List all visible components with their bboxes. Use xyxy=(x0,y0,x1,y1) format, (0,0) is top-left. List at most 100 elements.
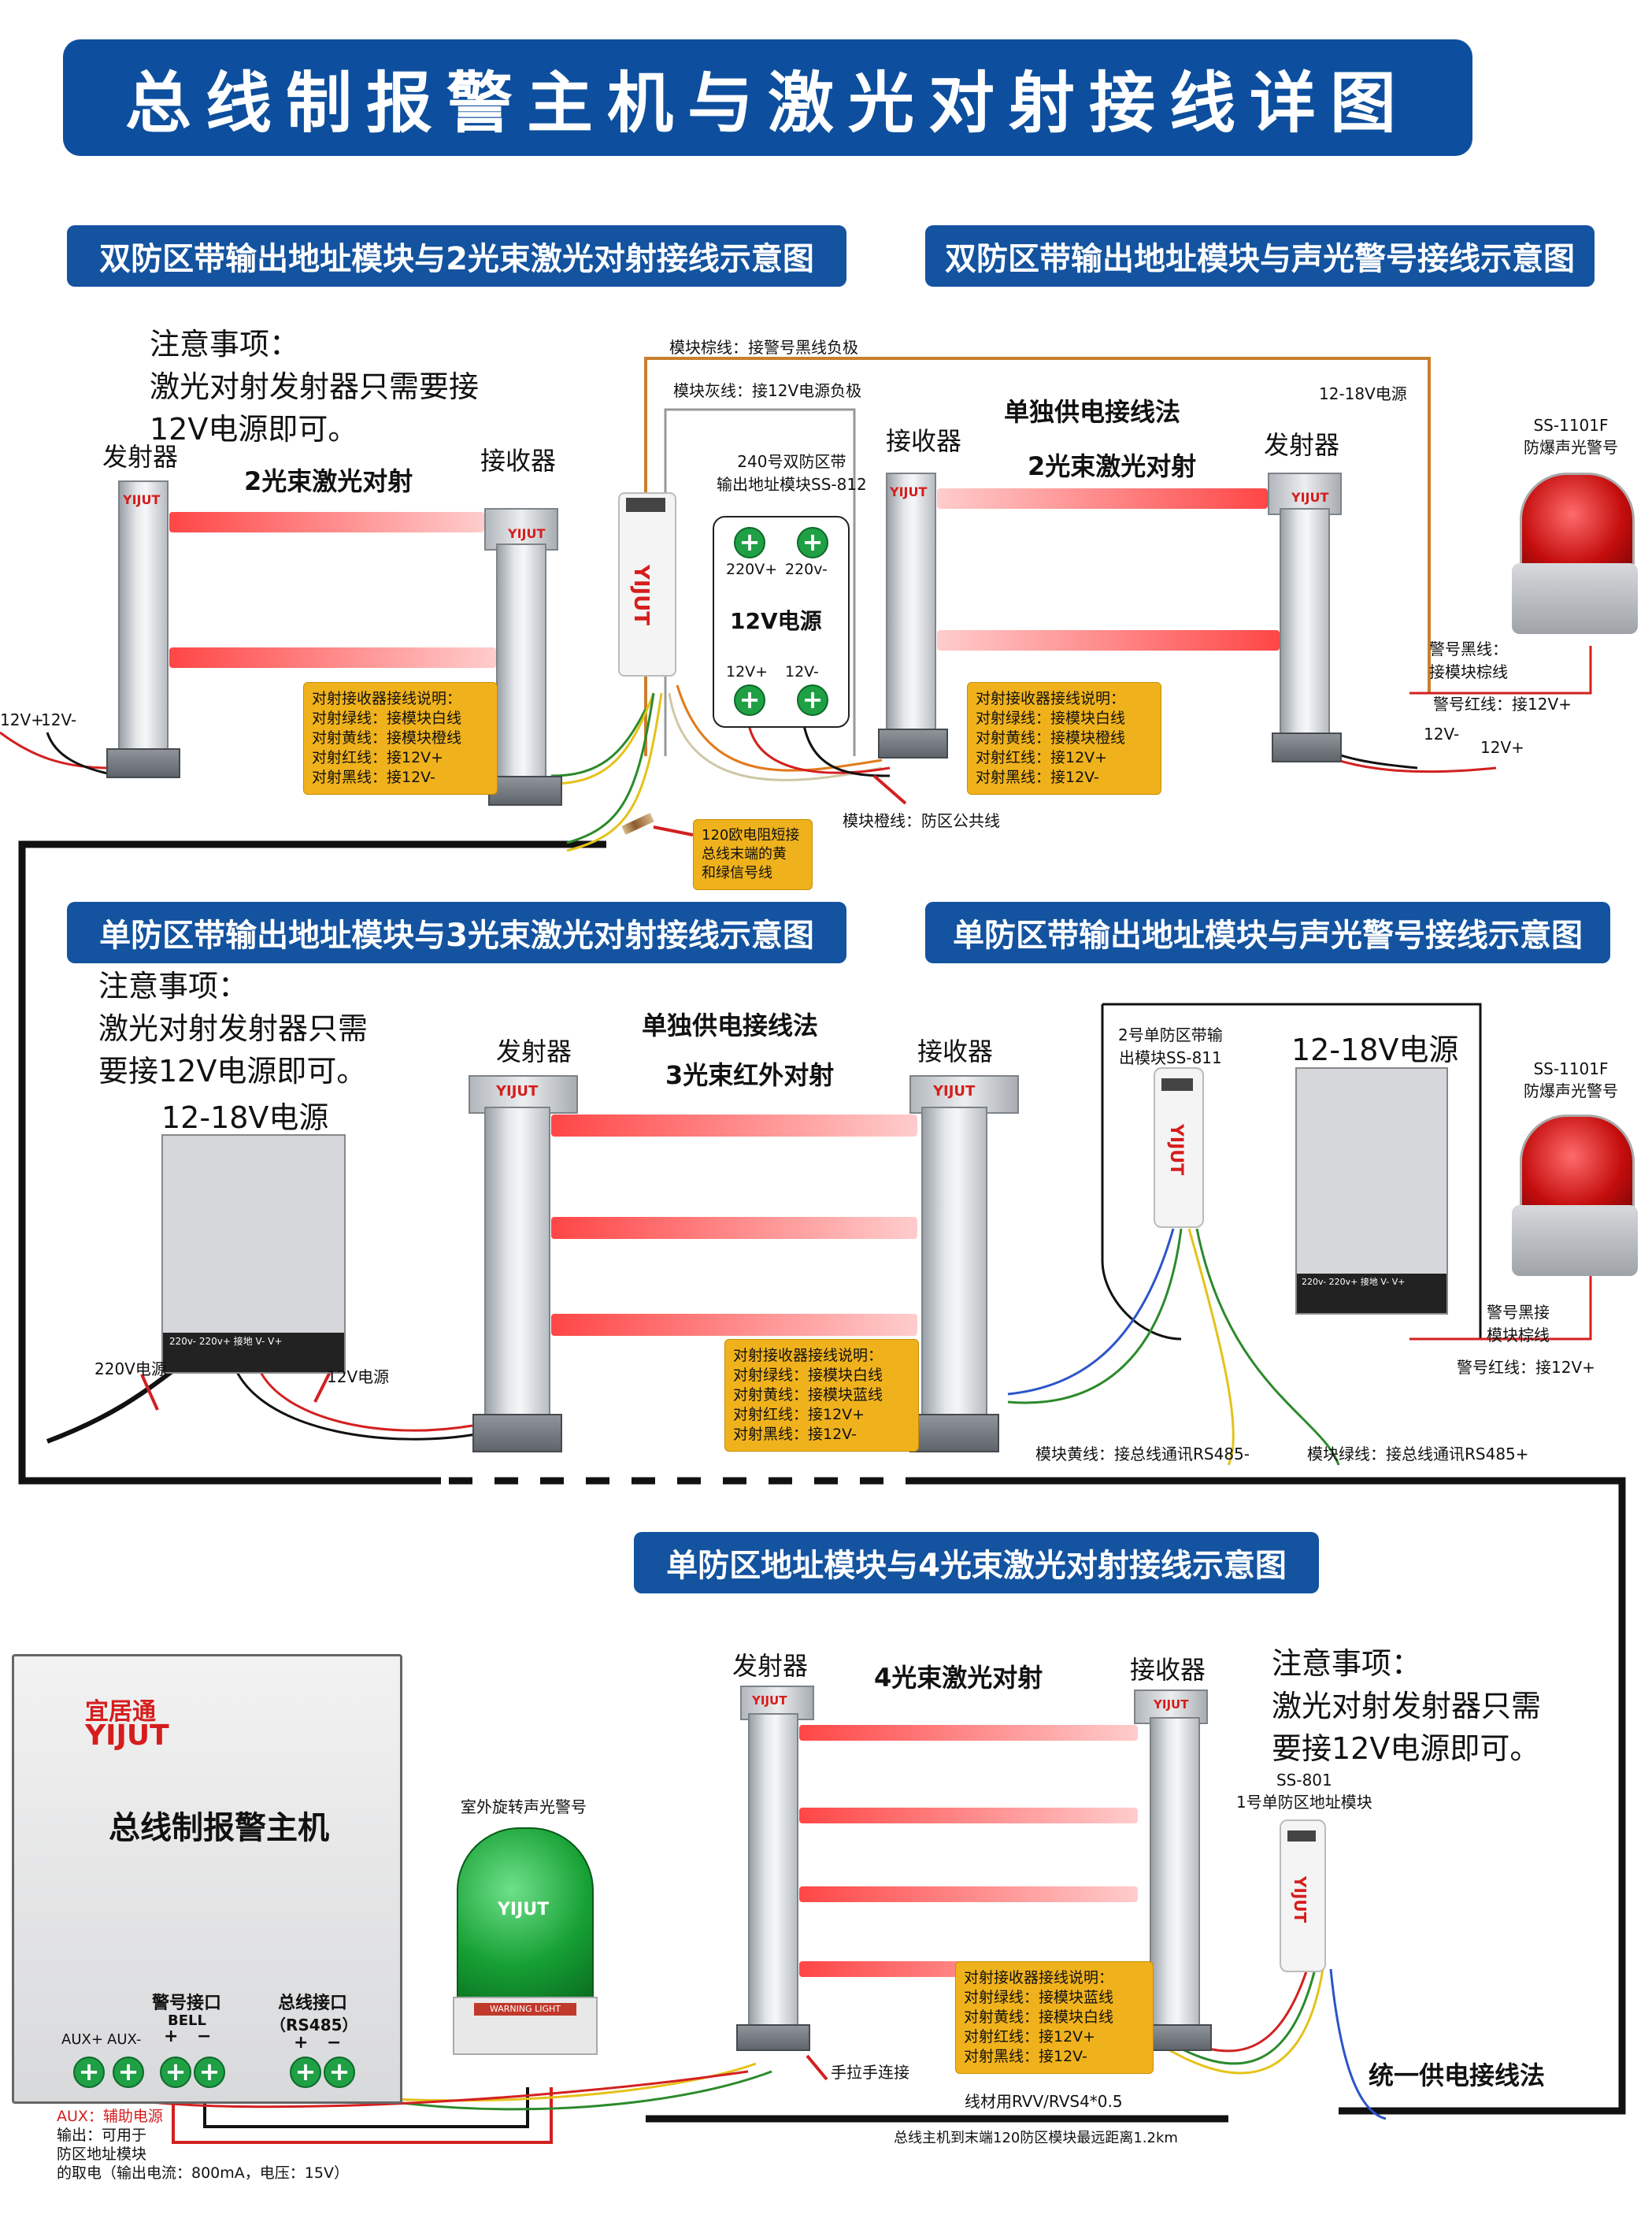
s4-module-name: 2号单防区带输 出模块SS-811 xyxy=(1118,1022,1223,1068)
aux-minus-terminal[interactable]: + xyxy=(113,2057,144,2088)
s3-ir-beam xyxy=(551,1115,917,1137)
s1-receiver-note: 对射接收器接线说明： 对射绿线：接模块白线 对射黄线：接模块橙线 对射红线：接1… xyxy=(303,682,498,795)
note-line: 对射黑线：接12V- xyxy=(312,769,435,786)
note-line: 对射黑线：接12V- xyxy=(976,769,1099,786)
dip-switch-icon xyxy=(1287,1830,1316,1842)
host-brand-en: YIJUT xyxy=(85,1719,169,1752)
s3-ac-red-arrow xyxy=(140,1374,159,1411)
host-bell-plus: + xyxy=(164,2027,179,2046)
note-line: 对射黄线：接模块白线 xyxy=(964,2008,1114,2026)
siren-black-line: 接模块棕线 xyxy=(1429,662,1508,681)
s4-wire-yellow xyxy=(1187,1228,1235,1466)
s5-note-line: 要接12V电源即可。 xyxy=(1272,1731,1540,1766)
s5-siren-base-icon: WARNING LIGHT xyxy=(453,1997,598,2055)
s2-psu-dc-plus-terminal[interactable]: + xyxy=(734,684,765,716)
s5-laser-beam xyxy=(799,1886,1138,1902)
s2-brown-wire-label: 模块棕线：接警号黑线负极 xyxy=(669,338,858,357)
s5-handshake-label: 手拉手连接 xyxy=(831,2063,909,2082)
s1-wire-black xyxy=(802,720,891,777)
s2-laser-beam xyxy=(937,488,1268,509)
note-line: 对射绿线：接模块白线 xyxy=(312,710,462,727)
bus-plus-terminal[interactable]: + xyxy=(290,2057,321,2088)
siren-black-line: 模块棕线 xyxy=(1487,1326,1550,1345)
s2-transmitter-pillar xyxy=(1280,508,1330,740)
s5-receiver-note: 对射接收器接线说明： 对射绿线：接模块蓝线 对射黄线：接模块白线 对射红线：接1… xyxy=(955,1961,1154,2074)
s5-unified-label: 统一供电接线法 xyxy=(1369,2060,1546,2090)
s3-beam-label: 3光束红外对射 xyxy=(665,1060,835,1090)
s3-transmitter-label: 发射器 xyxy=(496,1037,572,1066)
s3-ir-beam xyxy=(551,1314,917,1336)
s2-gray-wire-label: 模块灰线：接12V电源负极 xyxy=(673,381,862,400)
s4-frame xyxy=(1101,1004,1182,1341)
note-line: 对射接收器接线说明： xyxy=(733,1347,883,1364)
s2-psu-box: + + 220V+ 220v- 12V电源 12V+ 12V- + + xyxy=(713,516,850,728)
s2-psu-ac-plus-terminal[interactable]: + xyxy=(734,527,765,558)
s4-psu-range: 12-18V电源 xyxy=(1291,1033,1459,1067)
siren-model-line: SS-1101F xyxy=(1533,416,1609,435)
s1-note: 注意事项： 激光对射发射器只需要接 12V电源即可。 xyxy=(150,323,479,451)
s2-method-label: 单独供电接线法 xyxy=(1004,397,1181,427)
arrow-resistor xyxy=(653,825,694,836)
note-line: 对射黄线：接模块蓝线 xyxy=(733,1386,883,1404)
s4-green-wire-label: 模块绿线：接总线通讯RS485+ xyxy=(1307,1445,1529,1463)
s2-right-vminus: 12V- xyxy=(1424,725,1460,744)
s1-laser-beam xyxy=(169,647,496,668)
siren-model-line: 防爆声光警号 xyxy=(1524,1081,1618,1100)
note-line: 对射绿线：接模块白线 xyxy=(976,710,1126,727)
s2-tx-brand: YIJUT xyxy=(1291,490,1329,505)
s1-note-line: 12V电源即可。 xyxy=(150,412,358,447)
page-title: 总线制报警主机与激光对射接线详图 xyxy=(63,39,1472,156)
aux-note-line: 输出：可用于 xyxy=(57,2127,147,2144)
s1-wire-green xyxy=(550,708,647,777)
s5-laser-beam xyxy=(799,1725,1138,1741)
note-line: 总线末端的黄 xyxy=(702,846,787,862)
module-ss811: YIJUT xyxy=(1154,1067,1204,1228)
module-name-line: 出模块SS-811 xyxy=(1118,1048,1222,1067)
bell-minus-terminal[interactable]: + xyxy=(194,2057,225,2088)
s5-rx-wires-green xyxy=(1165,1968,1317,2065)
s2-orange-wire-label: 模块橙线：防区公共线 xyxy=(843,811,1000,830)
s1-bus-yellow xyxy=(566,692,663,852)
s4-siren-black: 警号黑接 模块棕线 xyxy=(1487,1300,1550,1345)
module-brand: YIJUT xyxy=(1166,1124,1186,1176)
s2-laser-beam xyxy=(937,630,1280,651)
arrow-orange-wire xyxy=(872,774,907,805)
s3-rx-brand: YIJUT xyxy=(933,1083,976,1100)
bus-minus-terminal[interactable]: + xyxy=(324,2057,355,2088)
siren-model-line: SS-1101F xyxy=(1533,1059,1609,1078)
s4-siren-red: 警号红线：接12V+ xyxy=(1457,1358,1595,1377)
aux-plus-terminal[interactable]: + xyxy=(73,2057,105,2088)
s3-dc-label: 12V电源 xyxy=(327,1367,390,1386)
host-bus-plus: + xyxy=(294,2033,309,2053)
s4-psu-unit: 220v- 220v+ 接地 V- V+ xyxy=(1295,1067,1448,1315)
s4-psu-terminal-strip xyxy=(1297,1274,1446,1313)
s2-receiver-note: 对射接收器接线说明： 对射绿线：接模块白线 对射黄线：接模块橙线 对射红线：接1… xyxy=(967,682,1161,795)
s2-siren-model: SS-1101F 防爆声光警号 xyxy=(1524,416,1618,458)
s1-beam-label: 2光束激光对射 xyxy=(244,466,413,496)
s2-siren-body-icon xyxy=(1512,563,1638,634)
s2-psu-dc-minus-terminal[interactable]: + xyxy=(797,684,828,716)
s5-note: 注意事项： 激光对射发射器只需 要接12V电源即可。 xyxy=(1272,1642,1541,1770)
s4-wire-red xyxy=(1409,1260,1592,1341)
s3-receiver-note: 对射接收器接线说明： 对射绿线：接模块白线 对射黄线：接模块蓝线 对射红线：接1… xyxy=(724,1339,919,1452)
s1-laser-beam xyxy=(169,512,484,532)
note-line: 对射接收器接线说明： xyxy=(312,690,462,707)
s4-frame-top xyxy=(1102,1003,1482,1339)
s1-wire-white xyxy=(668,692,883,781)
module-brand: YIJUT xyxy=(629,565,653,626)
s2-beam-label: 2光束激光对射 xyxy=(1028,451,1197,481)
s1-receiver-base xyxy=(488,776,562,806)
host-bell-sub: BELL xyxy=(168,2012,206,2029)
s1-wire-yellow xyxy=(550,692,655,785)
s5-distance-label: 总线主机到末端120防区模块最远距离1.2km xyxy=(894,2130,1178,2146)
s5-transmitter-label: 发射器 xyxy=(732,1651,809,1681)
bell-plus-terminal[interactable]: + xyxy=(160,2057,191,2088)
s3-ac-black xyxy=(46,1368,175,1444)
s3-receiver-pillar xyxy=(921,1107,987,1421)
s2-psu-ac-minus-terminal[interactable]: + xyxy=(797,527,828,558)
s4-psu-terminals: 220v- 220v+ 接地 V- V+ xyxy=(1302,1277,1406,1287)
s3-receiver-label: 接收器 xyxy=(917,1037,994,1066)
s1-wire-red xyxy=(746,720,891,774)
note-line: 对射黑线：接12V- xyxy=(964,2048,1087,2065)
host-bus-label: 总线接口 xyxy=(278,1994,348,2013)
